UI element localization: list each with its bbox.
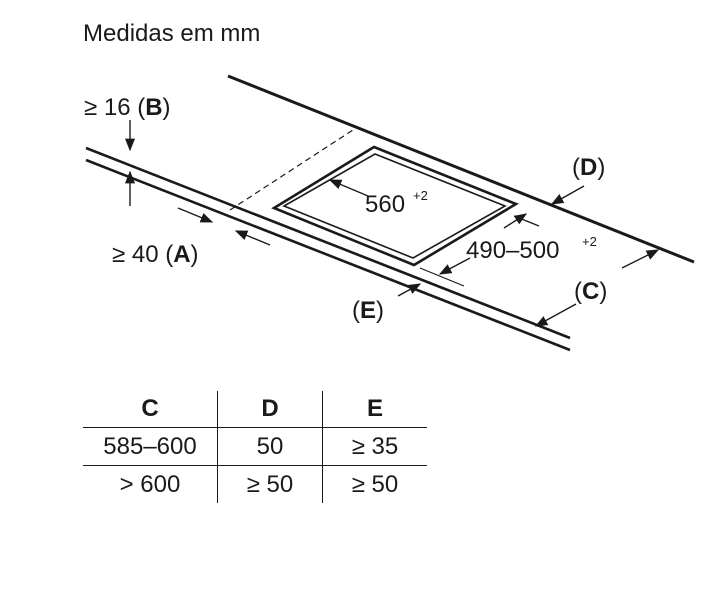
- header-e: E: [366, 395, 383, 422]
- worktop-front-edge-bottom: [85, 158, 571, 352]
- cutout-outer-outline: [271, 145, 519, 267]
- label-d: (D): [572, 154, 605, 181]
- dimension-c-arrow-upper: [621, 249, 660, 269]
- dimensions-table-container: C D E 585–600 50 ≥ 35 > 600 ≥ 50 ≥ 50: [83, 391, 427, 503]
- header-c: C: [83, 391, 218, 428]
- dimension-a-arrow-left: [177, 207, 214, 223]
- label-width-tolerance: +2: [413, 188, 428, 203]
- table-cell: ≥ 35: [322, 427, 427, 466]
- table-cell: ≥ 50: [322, 465, 427, 503]
- label-b: ≥ 16 (B): [84, 94, 171, 121]
- label-depth-tolerance: +2: [582, 234, 597, 249]
- worktop-front-edge-top: [85, 146, 571, 340]
- worktop-back-edge: [227, 74, 695, 264]
- width-arrow-right: [513, 215, 540, 227]
- depth-arrow-lower: [438, 257, 471, 275]
- label-depth: 490–500: [466, 237, 559, 264]
- table-cell: > 600: [83, 465, 218, 503]
- label-c: (C): [574, 278, 607, 305]
- table-row: 585–600 50 ≥ 35: [83, 427, 427, 466]
- page-title: Medidas em mm: [83, 20, 261, 47]
- dimension-d-arrow: [550, 185, 585, 205]
- table-cell: 585–600: [83, 427, 218, 466]
- header-d: D: [217, 391, 323, 428]
- label-a: ≥ 40 (A): [112, 241, 199, 268]
- dimension-c-arrow-lower: [534, 303, 577, 327]
- label-e: (E): [352, 297, 384, 324]
- label-width: 560: [365, 191, 405, 218]
- depth-arrow-upper: [503, 213, 528, 229]
- dimensions-table: C D E 585–600 50 ≥ 35 > 600 ≥ 50 ≥ 50: [83, 391, 427, 503]
- table-cell: 50: [217, 427, 323, 466]
- depth-extension-line: [419, 267, 465, 287]
- width-arrow-left: [328, 179, 369, 197]
- table-header-row: C D E: [83, 391, 427, 428]
- dimension-a-arrow-right: [234, 230, 271, 246]
- table-row: > 600 ≥ 50 ≥ 50: [83, 465, 427, 503]
- dimension-e-arrow: [397, 283, 422, 297]
- projection-dashed-line: [229, 127, 357, 211]
- worktop-cutout-diagram: ≥ 16 (B) ≥ 40 (A) 560 +2 490–500 +2 (D) …: [84, 74, 695, 352]
- table-cell: ≥ 50: [217, 465, 323, 503]
- cutout-inner-outline: [282, 153, 507, 259]
